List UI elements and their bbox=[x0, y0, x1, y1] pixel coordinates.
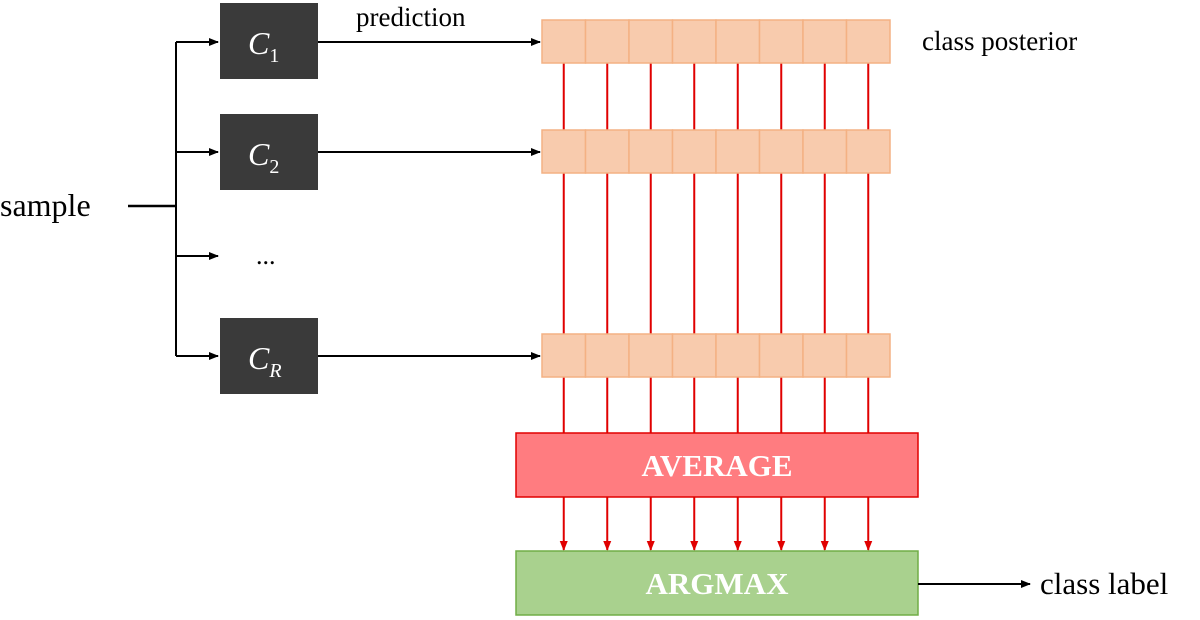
posterior-cell-c2-6 bbox=[758, 129, 804, 174]
classifier-cr: CR bbox=[220, 318, 318, 394]
ellipsis: ... bbox=[256, 241, 276, 270]
posterior-row-c1 bbox=[541, 19, 891, 64]
posterior-cell-cr-3 bbox=[628, 333, 674, 378]
posterior-row-cr bbox=[541, 333, 891, 378]
posterior-cell-c1-7 bbox=[802, 19, 848, 64]
classifier-c2-subscript: 2 bbox=[269, 156, 279, 178]
posterior-cell-c2-7 bbox=[802, 129, 848, 174]
classifier-c2-letter: C bbox=[248, 136, 270, 172]
posterior-cell-c2-3 bbox=[628, 129, 674, 174]
posterior-cell-cr-7 bbox=[802, 333, 848, 378]
posterior-cell-cr-8 bbox=[845, 333, 891, 378]
classifier-cr-subscript: R bbox=[268, 360, 281, 382]
prediction-label: prediction bbox=[356, 2, 466, 32]
class-label-output: class label bbox=[1040, 566, 1168, 601]
argmax-box: ARGMAX bbox=[515, 550, 919, 616]
posterior-cell-c1-1 bbox=[541, 19, 587, 64]
posterior-row-c2 bbox=[541, 129, 891, 174]
classifier-c1-subscript: 1 bbox=[269, 45, 279, 67]
posterior-cell-cr-2 bbox=[584, 333, 630, 378]
posterior-cell-c1-3 bbox=[628, 19, 674, 64]
classifier-cr-letter: C bbox=[248, 340, 270, 376]
posterior-cell-c2-8 bbox=[845, 129, 891, 174]
classifier-c1-letter: C bbox=[248, 25, 270, 61]
sample-label: sample bbox=[0, 187, 91, 223]
argmax-label: ARGMAX bbox=[646, 566, 790, 601]
posterior-cell-cr-5 bbox=[715, 333, 761, 378]
posterior-cell-c2-1 bbox=[541, 129, 587, 174]
svg-text:CR: CR bbox=[248, 340, 282, 382]
posterior-cell-cr-6 bbox=[758, 333, 804, 378]
posterior-cell-c1-5 bbox=[715, 19, 761, 64]
posterior-cell-c1-8 bbox=[845, 19, 891, 64]
posterior-cell-c1-4 bbox=[671, 19, 717, 64]
posterior-cell-cr-4 bbox=[671, 333, 717, 378]
posterior-cell-c1-6 bbox=[758, 19, 804, 64]
average-label: AVERAGE bbox=[641, 448, 792, 483]
posterior-cell-c2-4 bbox=[671, 129, 717, 174]
classifier-c2: C2 bbox=[220, 114, 318, 190]
average-box: AVERAGE bbox=[515, 432, 919, 498]
class-posterior-label: class posterior bbox=[922, 26, 1077, 56]
classifier-c1: C1 bbox=[220, 3, 318, 79]
svg-text:C2: C2 bbox=[248, 136, 279, 178]
red-average-arrows bbox=[559, 497, 873, 551]
posterior-cell-c2-2 bbox=[584, 129, 630, 174]
posterior-cell-c2-5 bbox=[715, 129, 761, 174]
posterior-cell-cr-1 bbox=[541, 333, 587, 378]
posterior-cell-c1-2 bbox=[584, 19, 630, 64]
svg-text:C1: C1 bbox=[248, 25, 279, 67]
